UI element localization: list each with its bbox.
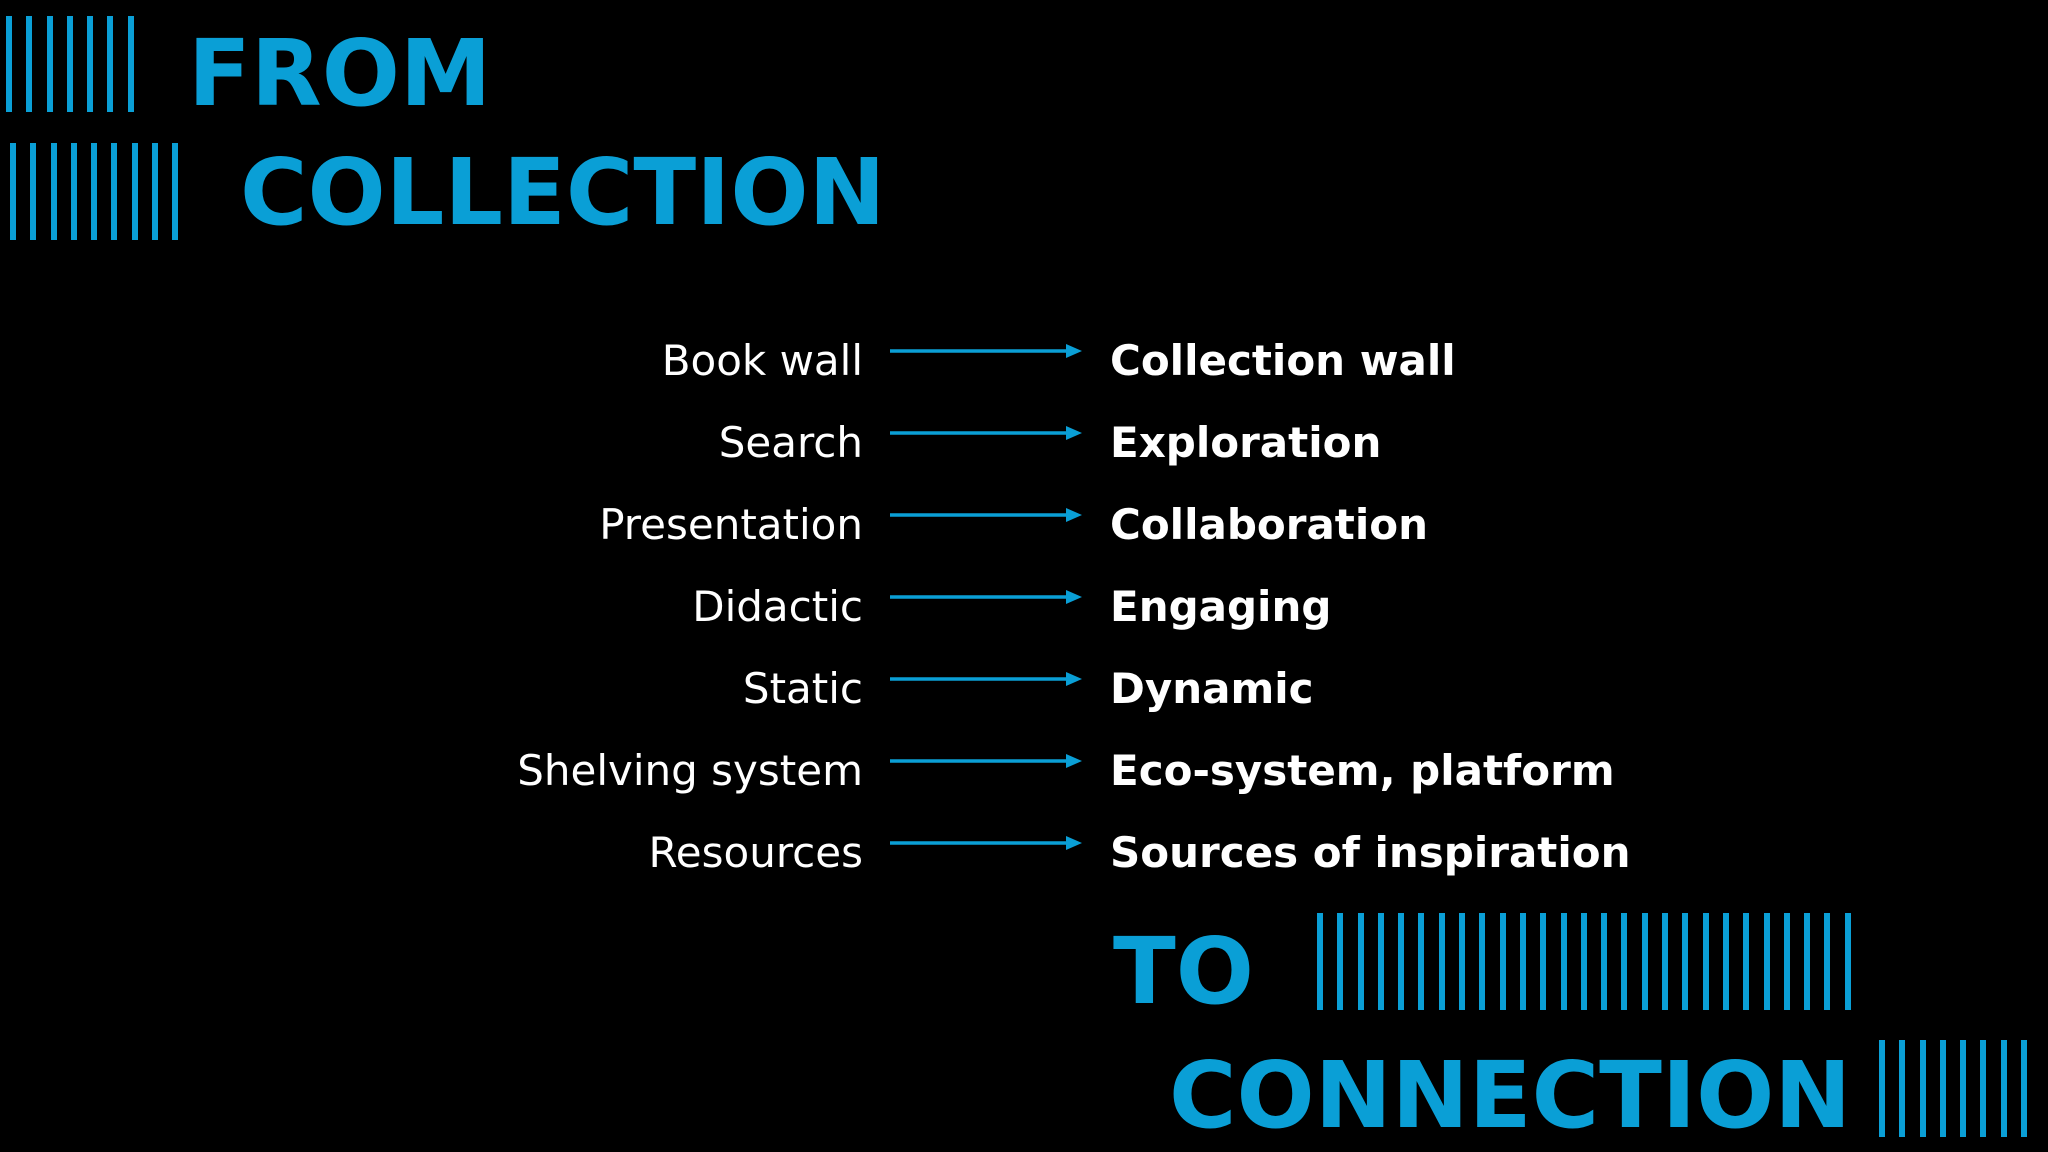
decorative-bar (1398, 913, 1405, 1010)
connection-bars (1879, 1040, 2028, 1137)
decorative-bar (1960, 1040, 1967, 1137)
decorative-bar (1641, 913, 1648, 1010)
decorative-bar (1499, 913, 1506, 1010)
to-term: Sources of inspiration (1110, 828, 1631, 877)
decorative-bar (87, 16, 94, 112)
arrow-right-icon (890, 590, 1082, 604)
from-term: Static (742, 664, 863, 713)
to-term: Dynamic (1110, 664, 1314, 713)
decorative-bar (2021, 1040, 2028, 1137)
arrow-right-icon (890, 672, 1082, 686)
decorative-bar (172, 143, 179, 240)
to-bars (1317, 913, 1851, 1010)
collection-bars (10, 143, 179, 240)
to-term: Engaging (1110, 582, 1332, 631)
decorative-bar (1337, 913, 1344, 1010)
from-term: Resources (648, 828, 864, 877)
to-term: Exploration (1110, 418, 1382, 467)
arrow-right-icon (890, 836, 1082, 850)
decorative-bar (1621, 913, 1628, 1010)
decorative-bar (107, 16, 114, 112)
arrow-right-icon (890, 426, 1082, 440)
decorative-bar (111, 143, 118, 240)
decorative-bar (70, 143, 77, 240)
from-term: Shelving system (517, 746, 863, 795)
decorative-bar (1919, 1040, 1926, 1137)
from-term: Presentation (599, 500, 863, 549)
decorative-bar (6, 16, 12, 112)
from-term: Book wall (661, 336, 863, 385)
decorative-bar (1519, 913, 1526, 1010)
decorative-bar (1804, 913, 1811, 1010)
to-term: Collaboration (1110, 500, 1429, 549)
decorative-bar (1601, 913, 1608, 1010)
decorative-bar (2000, 1040, 2007, 1137)
decorative-bar (1743, 913, 1750, 1010)
decorative-bar (1377, 913, 1384, 1010)
decorative-bar (66, 16, 73, 112)
decorative-bar (1317, 913, 1323, 1010)
decorative-bar (1580, 913, 1587, 1010)
from-term: Search (718, 418, 863, 467)
decorative-bar (1540, 913, 1547, 1010)
heading-from: FROM (188, 20, 492, 127)
decorative-bar (1682, 913, 1689, 1010)
heading-collection: COLLECTION (240, 139, 886, 246)
decorative-bar (1879, 1040, 1885, 1137)
decorative-bar (127, 16, 134, 112)
heading-connection: CONNECTION (1169, 1042, 1852, 1149)
decorative-bar (1844, 913, 1851, 1010)
arrow-right-icon (890, 508, 1082, 522)
decorative-bar (1357, 913, 1364, 1010)
decorative-bar (131, 143, 138, 240)
decorative-bar (30, 143, 37, 240)
decorative-bar (1418, 913, 1425, 1010)
to-term: Collection wall (1110, 336, 1456, 385)
decorative-bar (1560, 913, 1567, 1010)
decorative-bar (1980, 1040, 1987, 1137)
decorative-bar (46, 16, 53, 112)
decorative-bar (1438, 913, 1445, 1010)
decorative-bar (1899, 1040, 1906, 1137)
decorative-bar (26, 16, 33, 112)
decorative-bar (91, 143, 98, 240)
decorative-bar (1662, 913, 1669, 1010)
from-bars (6, 16, 134, 112)
decorative-bar (10, 143, 16, 240)
decorative-bar (1459, 913, 1466, 1010)
decorative-bar (1824, 913, 1831, 1010)
to-term: Eco-system, platform (1110, 746, 1615, 795)
decorative-bar (152, 143, 159, 240)
arrow-right-icon (890, 754, 1082, 768)
decorative-bar (1783, 913, 1790, 1010)
decorative-bar (1702, 913, 1709, 1010)
arrow-right-icon (890, 344, 1082, 358)
heading-to: TO (1113, 918, 1254, 1025)
decorative-bar (1763, 913, 1770, 1010)
decorative-bar (1939, 1040, 1946, 1137)
decorative-bar (1722, 913, 1729, 1010)
decorative-bar (1479, 913, 1486, 1010)
from-term: Didactic (692, 582, 863, 631)
decorative-bar (50, 143, 57, 240)
